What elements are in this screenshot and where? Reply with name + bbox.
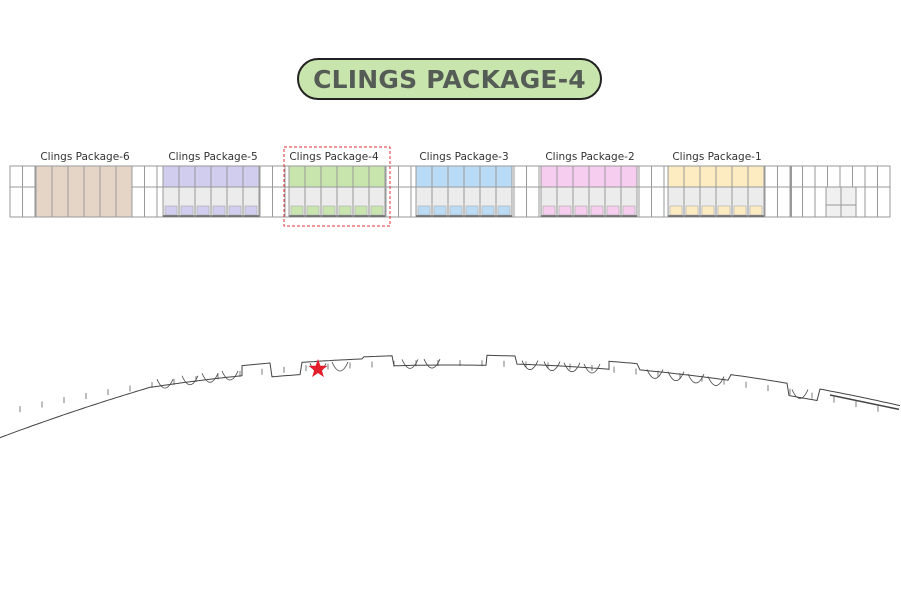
cling-panel <box>497 205 511 216</box>
cling-panel <box>701 205 715 216</box>
door-swing <box>687 373 705 384</box>
cling-panel <box>228 205 242 216</box>
package-label[interactable]: Clings Package-5 <box>168 151 258 163</box>
cling-panel <box>164 205 178 216</box>
package-block[interactable] <box>667 165 765 218</box>
door-swing <box>181 375 199 386</box>
cling-panel <box>717 205 731 216</box>
door-swing <box>521 360 539 370</box>
cling-panel <box>590 205 604 216</box>
cling-panel <box>433 205 447 216</box>
cling-panel <box>322 205 336 216</box>
door-swing <box>791 389 809 399</box>
package-label[interactable]: Clings Package-2 <box>545 151 635 163</box>
door-swing <box>221 370 239 381</box>
door-swing <box>331 361 349 372</box>
cling-panel <box>481 205 495 216</box>
door-swing <box>156 378 174 389</box>
cling-panel <box>180 205 194 216</box>
door-swing <box>563 362 581 373</box>
cling-panel <box>417 205 431 216</box>
wall-line <box>0 354 901 439</box>
package-block[interactable] <box>35 165 133 218</box>
wall-end <box>829 394 900 411</box>
star-icon[interactable] <box>308 359 328 378</box>
cling-panel <box>574 205 588 216</box>
package-block[interactable] <box>540 165 638 218</box>
door-swing <box>201 373 219 383</box>
package-block[interactable] <box>288 165 386 218</box>
cling-panel <box>370 205 384 216</box>
door-swing <box>401 359 419 369</box>
package-label[interactable]: Clings Package-6 <box>40 151 130 163</box>
door-swing <box>543 361 561 371</box>
package-block[interactable] <box>162 165 260 218</box>
page-title: CLINGS PACKAGE-4 <box>297 58 602 100</box>
cling-panel <box>558 205 572 216</box>
cling-panel <box>542 205 556 216</box>
cling-panel <box>606 205 620 216</box>
cling-panel <box>306 205 320 216</box>
cling-panel <box>622 205 636 216</box>
cling-panel <box>733 205 747 216</box>
cling-panel <box>669 205 683 216</box>
cling-panel <box>290 205 304 216</box>
package-label[interactable]: Clings Package-4 <box>289 151 379 163</box>
door-swing <box>583 363 601 374</box>
cling-panel <box>338 205 352 216</box>
cling-panel <box>749 205 763 216</box>
door-swing <box>646 369 664 379</box>
cling-panel <box>465 205 479 216</box>
door-swing <box>423 358 441 369</box>
package-label[interactable]: Clings Package-3 <box>419 151 509 163</box>
cling-panel <box>212 205 226 216</box>
cling-panel <box>354 205 368 216</box>
door-swing <box>667 371 685 382</box>
cling-panel <box>196 205 210 216</box>
package-label[interactable]: Clings Package-1 <box>672 151 762 163</box>
cling-panel <box>449 205 463 216</box>
package-block[interactable] <box>415 165 513 218</box>
door-swing <box>707 376 725 386</box>
cling-panel <box>685 205 699 216</box>
cling-panel <box>244 205 258 216</box>
selection-outline <box>283 146 391 227</box>
